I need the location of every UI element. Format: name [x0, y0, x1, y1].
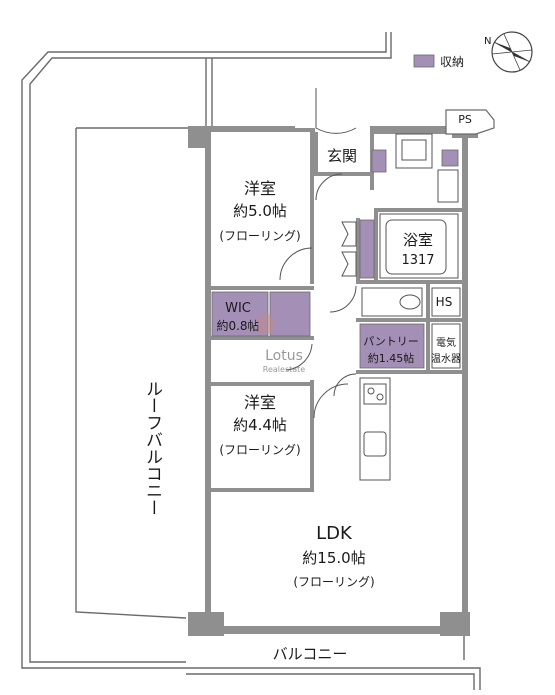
ps-label: PS	[458, 113, 472, 126]
western1-floor: (フローリング)	[219, 229, 300, 243]
balcony-label: バルコニー	[273, 645, 348, 663]
ps-box	[445, 109, 495, 135]
wic-name: WIC	[225, 301, 251, 316]
western2-name: 洋室	[244, 393, 276, 412]
ldk-name: LDK	[316, 523, 353, 544]
watermark-line2: Realestate	[263, 365, 306, 374]
hs-label: HS	[436, 295, 453, 309]
interior-walls	[210, 132, 462, 492]
compass-icon: N	[484, 31, 533, 73]
water-heater-line1: 電気	[436, 336, 456, 349]
wic-size: 約0.8帖	[216, 318, 259, 333]
pantry-name: パントリー	[363, 335, 419, 348]
roof-balcony-outline	[21, 32, 392, 669]
roof-balcony-label: ルーフバルコニー	[142, 380, 162, 516]
entrance-label: 玄関	[327, 147, 357, 165]
exterior-walls	[188, 124, 478, 636]
legend-label: 収納	[440, 55, 464, 69]
room-labels: ルーフバルコニー 玄関 洋室 約5.0帖 (フローリング) 浴室 1317 WI…	[142, 113, 472, 663]
doors	[279, 88, 357, 419]
western2-floor: (フローリング)	[219, 443, 300, 457]
watermark: Lotus Realestate	[254, 312, 305, 374]
bath-size: 1317	[401, 253, 434, 268]
balcony-outline	[186, 634, 481, 690]
western2-size: 約4.4帖	[233, 416, 287, 434]
legend-swatch	[413, 54, 435, 68]
ldk-floor: (フローリング)	[293, 575, 374, 589]
compass-north-label: N	[484, 36, 491, 47]
ldk-size: 約15.0帖	[302, 549, 365, 567]
water-heater-line2: 温水器	[431, 353, 461, 365]
storage-areas	[211, 149, 459, 369]
pantry-size: 約1.45帖	[368, 351, 415, 365]
western1-name: 洋室	[244, 179, 276, 198]
fixtures	[341, 133, 461, 481]
legend: 収納	[413, 54, 464, 69]
watermark-line1: Lotus	[265, 348, 303, 364]
bath-name: 浴室	[403, 231, 433, 249]
western1-size: 約5.0帖	[233, 202, 287, 220]
